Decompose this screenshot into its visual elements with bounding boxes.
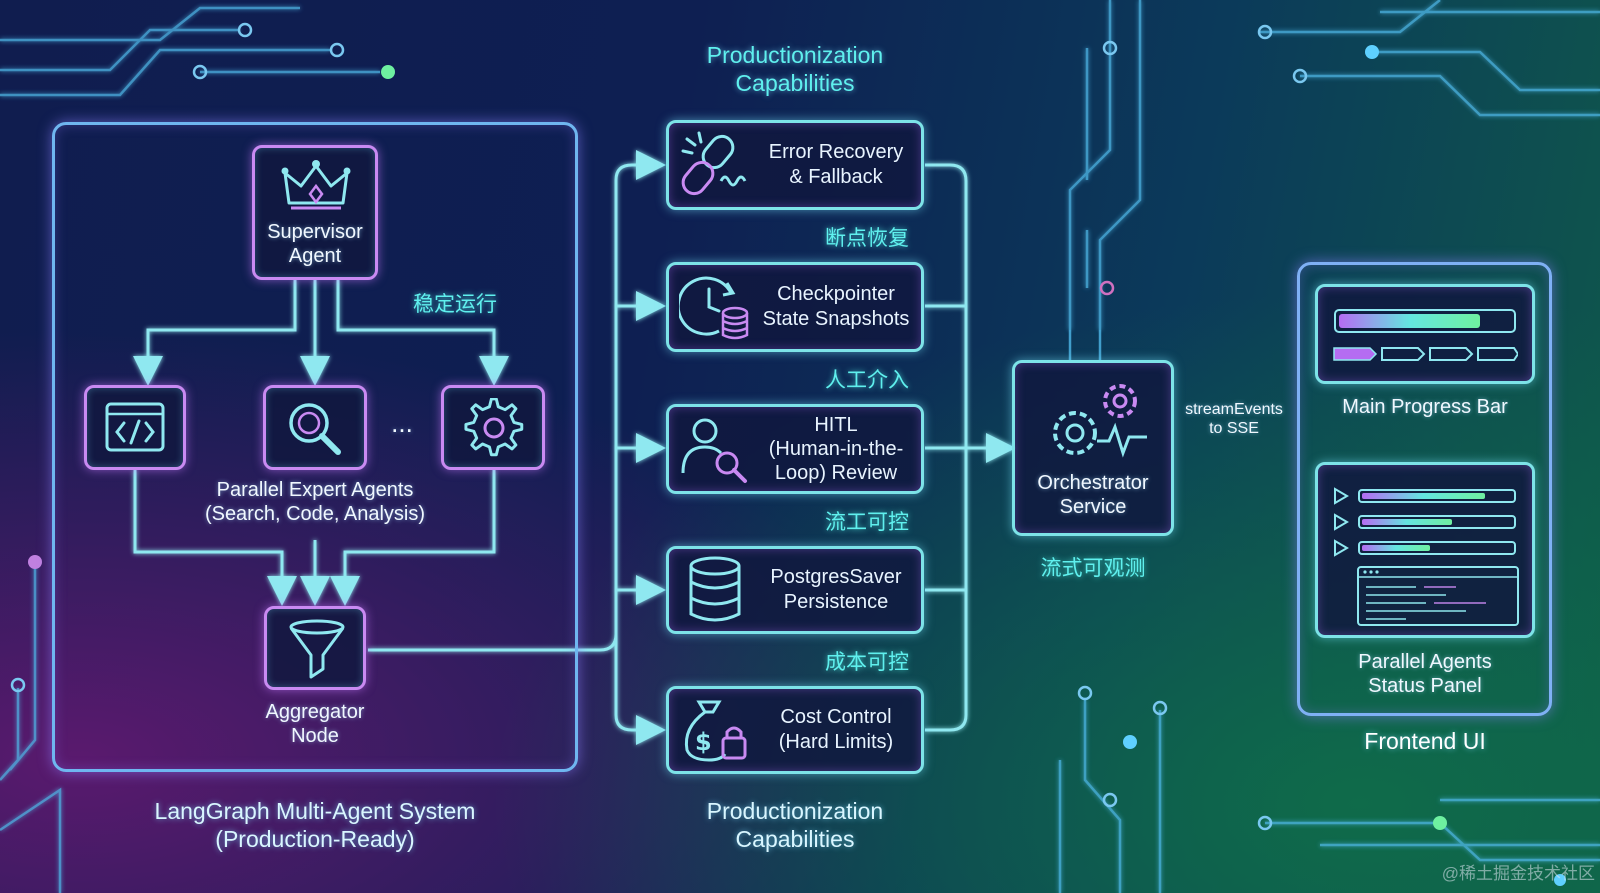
code-agent-node[interactable] [84, 385, 186, 470]
production-fanout [368, 150, 666, 745]
status-row [1332, 483, 1522, 509]
status-row [1332, 535, 1522, 561]
production-merge [925, 163, 1016, 732]
supervisor-label-2: Agent [288, 245, 342, 267]
person-search-icon [681, 418, 747, 483]
error-recovery-line-1: Error Recovery [768, 141, 904, 163]
error-recovery-line-2: & Fallback [789, 166, 883, 188]
code-window-icon [105, 402, 165, 452]
production-title-top-1: Productionization [706, 42, 884, 68]
langgraph-arrows [133, 280, 509, 606]
connector-label-3: 流工可控 [825, 511, 909, 534]
status-bar-track [1358, 489, 1516, 503]
connector-label-4: 成本可控 [825, 651, 909, 674]
search-icon [289, 403, 341, 455]
hitl-box[interactable]: HITL (Human-in-the- Loop) Review [666, 404, 924, 494]
connector-label-2: 人工介入 [825, 369, 909, 392]
main-progress-panel[interactable] [1315, 284, 1535, 384]
circuit-dots [28, 45, 1566, 886]
frontend-title: Frontend UI [1364, 728, 1486, 754]
checkpointer-box[interactable]: Checkpointer State Snapshots [666, 262, 924, 352]
parallel-status-panel[interactable] [1315, 462, 1535, 638]
supervisor-label-1: Supervisor [267, 221, 363, 243]
error-recovery-box[interactable]: Error Recovery & Fallback [666, 120, 924, 210]
streaming-observability-label: 流式可观测 [1040, 557, 1146, 580]
hitl-line-2: (Human-in-the- [768, 438, 904, 460]
svg-text:$: $ [695, 728, 712, 756]
database-icon [689, 556, 741, 622]
main-progress-label: Main Progress Bar [1342, 396, 1508, 418]
postgres-saver-box[interactable]: PostgresSaver Persistence [666, 546, 924, 634]
gears-pulse-icon [1053, 384, 1147, 458]
frontend-frame [1297, 262, 1552, 716]
experts-label-1: Parallel Expert Agents [216, 479, 414, 501]
orchestrator-line-1: Orchestrator [1037, 472, 1149, 494]
experts-label-2: (Search, Code, Analysis) [204, 503, 426, 525]
search-agent-node[interactable] [263, 385, 367, 470]
status-panel-label-1: Parallel Agents [1358, 651, 1492, 673]
play-icon [1334, 487, 1349, 505]
sse-label-1: streamEvents [1185, 401, 1283, 418]
supervisor-agent-node[interactable]: Supervisor Agent [252, 145, 378, 280]
funnel-icon [289, 619, 345, 679]
crown-icon [281, 160, 351, 210]
checkpointer-line-2: State Snapshots [762, 308, 910, 330]
log-window-icon [1357, 566, 1519, 626]
status-bar-fill [1362, 545, 1430, 551]
cost-control-box[interactable]: $ Cost Control (Hard Limits) [666, 686, 924, 774]
sse-label-2: to SSE [1209, 420, 1259, 438]
play-icon [1334, 513, 1349, 531]
aggregator-label-1: Aggregator [265, 701, 365, 723]
broken-link-icon [681, 131, 747, 196]
orchestrator-line-2: Service [1059, 496, 1127, 518]
connector-label-1: 断点恢复 [825, 227, 909, 250]
postgres-line-2: Persistence [783, 591, 889, 613]
orchestrator-service-node[interactable]: Orchestrator Service [1012, 360, 1174, 536]
clock-database-icon [679, 276, 749, 340]
checkpointer-line-1: Checkpointer [777, 283, 895, 305]
progress-fill [1339, 314, 1480, 328]
hitl-line-3: Loop) Review [774, 462, 898, 484]
money-bag-lock-icon: $ [684, 700, 747, 762]
langgraph-frame [52, 122, 578, 772]
analysis-agent-node[interactable] [441, 385, 545, 470]
cost-control-line-1: Cost Control [780, 706, 892, 728]
circuit-nodes [10, 22, 1308, 831]
production-title-bottom-2: Capabilities [735, 825, 855, 852]
status-bar-fill [1362, 493, 1485, 499]
hitl-line-1: HITL [814, 414, 858, 436]
postgres-line-1: PostgresSaver [770, 566, 902, 588]
production-title-top-2: Capabilities [735, 69, 855, 96]
watermark: @稀土掘金技术社区 [1441, 864, 1595, 883]
langgraph-subtitle: (Production-Ready) [215, 825, 415, 852]
cost-control-line-2: (Hard Limits) [778, 731, 894, 753]
status-bar-track [1358, 515, 1516, 529]
stable-run-label: 稳定运行 [413, 293, 497, 316]
status-row [1332, 509, 1522, 535]
play-icon [1334, 539, 1349, 557]
production-title-bottom-1: Productionization [706, 798, 884, 824]
status-bar-fill [1362, 519, 1452, 525]
progress-track [1334, 309, 1516, 333]
status-bar-track [1358, 541, 1516, 555]
status-rows [1332, 483, 1522, 561]
langgraph-title: LangGraph Multi-Agent System [154, 798, 476, 824]
pipeline-steps-icon [1333, 347, 1518, 361]
ellipsis: ... [391, 408, 413, 438]
status-panel-label-2: Status Panel [1368, 675, 1482, 697]
aggregator-label-2: Node [291, 725, 339, 747]
aggregator-node[interactable] [264, 606, 366, 690]
gear-icon [464, 398, 524, 457]
